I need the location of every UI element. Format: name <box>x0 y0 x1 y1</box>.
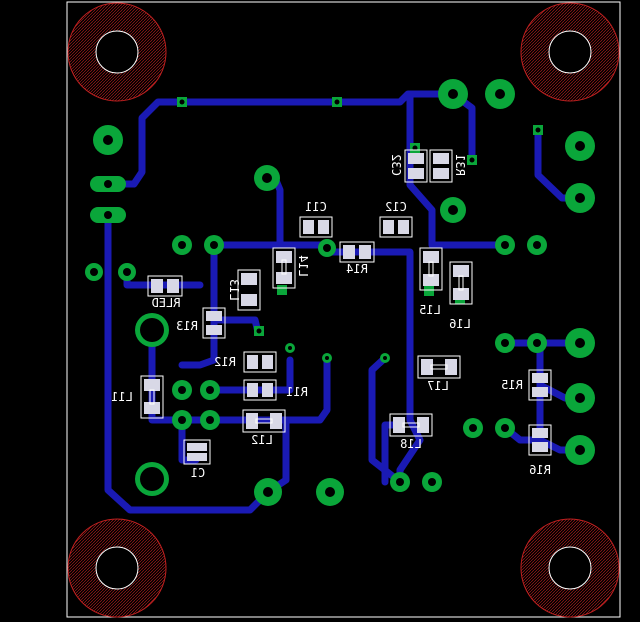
pad-round <box>172 380 192 400</box>
pad-round <box>200 410 220 430</box>
component-l15 <box>419 247 443 291</box>
pad-round <box>204 235 224 255</box>
pad-ring-large <box>135 462 169 496</box>
label-c32: C32 <box>389 154 403 176</box>
component-r31 <box>429 149 453 183</box>
mounting-hole-bottom-right <box>520 518 620 618</box>
component-rled <box>147 275 183 297</box>
label-r11: R11 <box>286 385 308 399</box>
label-r31: R31 <box>453 154 467 176</box>
pad-octagon <box>565 435 595 465</box>
label-rled: RLED <box>152 296 181 310</box>
component-c32 <box>404 149 428 183</box>
through-hole-pads <box>85 79 595 506</box>
component-l12 <box>242 409 286 433</box>
pad-round <box>495 418 515 438</box>
component-l18 <box>389 413 433 437</box>
pad-ring-large <box>135 313 169 347</box>
mounting-hole-top-right <box>520 2 620 102</box>
pad-round <box>390 472 410 492</box>
component-c12 <box>379 216 413 238</box>
pad-octagon <box>565 131 595 161</box>
component-r11 <box>243 379 277 401</box>
label-l16: L16 <box>449 317 471 331</box>
pad-octagon <box>485 79 515 109</box>
pad-round <box>118 263 136 281</box>
component-l11 <box>140 375 164 419</box>
component-l17 <box>417 355 461 379</box>
pad-octagon <box>316 478 344 506</box>
pad-octagon <box>254 165 280 191</box>
label-c11: C11 <box>305 200 327 214</box>
label-l18: L18 <box>400 437 422 451</box>
label-l14: L14 <box>296 255 310 277</box>
label-r14: R14 <box>346 262 368 276</box>
board-outline <box>66 1 621 618</box>
label-c12: C12 <box>385 200 407 214</box>
pad-oval <box>90 176 126 192</box>
pad-octagon <box>254 478 282 506</box>
pad-round <box>85 263 103 281</box>
pad-octagon <box>438 79 468 109</box>
label-l11: L11 <box>111 390 133 404</box>
component-l13 <box>237 269 261 311</box>
pad-round <box>172 235 192 255</box>
label-l17: L17 <box>427 379 449 393</box>
label-l15: L15 <box>419 303 441 317</box>
pad-round <box>463 418 483 438</box>
label-l12: L12 <box>251 433 273 447</box>
component-r15 <box>528 369 552 401</box>
pad-round <box>318 239 336 257</box>
label-r16: R16 <box>529 463 551 477</box>
pad-octagon <box>93 125 123 155</box>
label-r12: R12 <box>214 355 236 369</box>
label-l13: L13 <box>227 279 241 301</box>
pad-round <box>495 235 515 255</box>
component-c1 <box>183 439 211 465</box>
component-labels: C32 R31 C11 C12 L14 R14 L13 RLED R13 L15… <box>111 154 551 480</box>
component-r12 <box>243 351 277 373</box>
component-l14 <box>272 247 296 289</box>
pad-octagon <box>565 383 595 413</box>
component-r13 <box>202 307 226 339</box>
label-r15: R15 <box>501 378 523 392</box>
pad-octagon <box>440 197 466 223</box>
pad-round <box>527 235 547 255</box>
component-r16 <box>528 424 552 456</box>
component-c11 <box>299 216 333 238</box>
smd-components <box>140 149 552 465</box>
pad-round <box>422 472 442 492</box>
pad-round <box>495 333 515 353</box>
label-c1: C1 <box>191 466 205 480</box>
component-l16 <box>449 261 473 305</box>
component-r14 <box>339 241 375 263</box>
pad-oval <box>90 207 126 223</box>
pad-round <box>200 380 220 400</box>
mounting-hole-bottom-left <box>67 518 167 618</box>
pad-octagon <box>565 328 595 358</box>
mounting-hole-top-left <box>67 2 167 102</box>
pad-round <box>172 410 192 430</box>
pad-octagon <box>565 183 595 213</box>
pad-round <box>527 333 547 353</box>
label-r13: R13 <box>176 319 198 333</box>
